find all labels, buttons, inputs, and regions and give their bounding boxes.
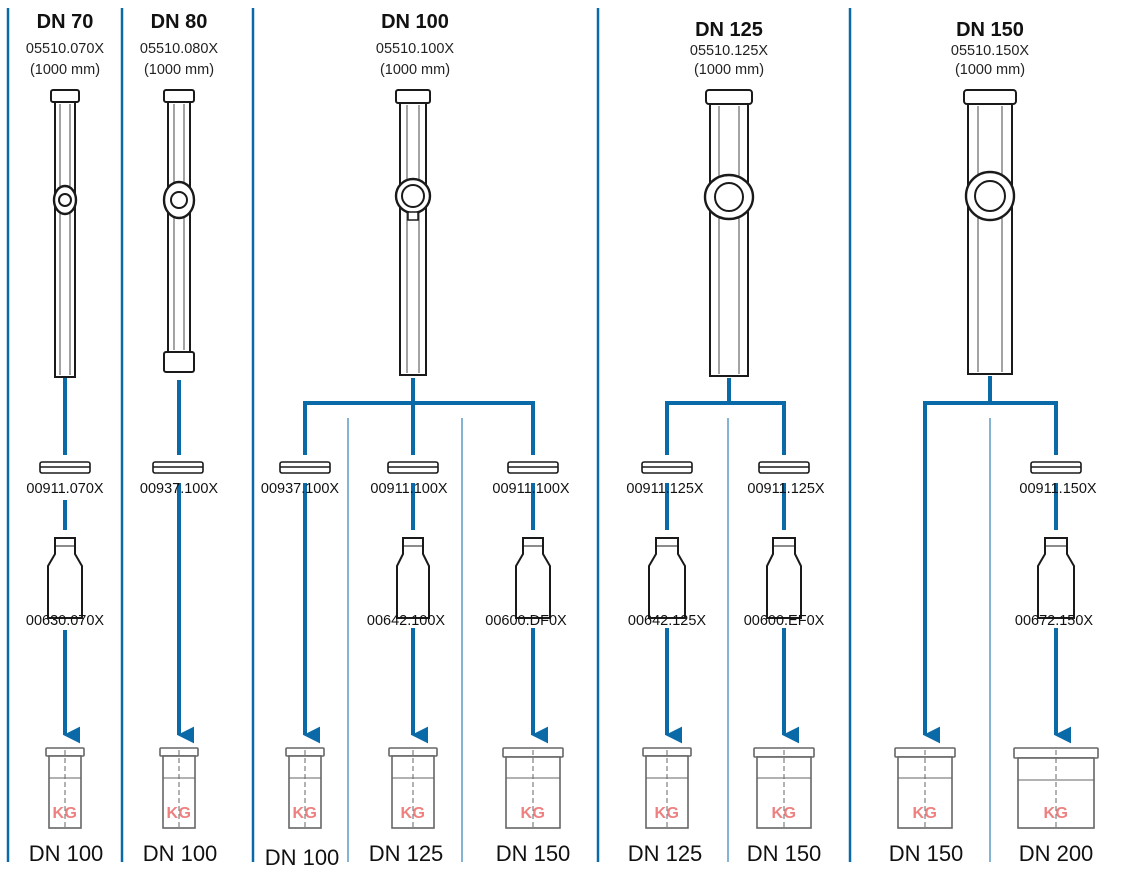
nipple-icon bbox=[387, 461, 439, 474]
column-length-dn70: (1000 mm) bbox=[29, 62, 101, 78]
branch-dn-label: DN 200 bbox=[1018, 841, 1094, 866]
column-code-dn125: 05510.125X bbox=[689, 43, 769, 59]
nipple-code: 00937.100X bbox=[139, 481, 219, 497]
branch-dn-label: DN 150 bbox=[746, 841, 822, 866]
reducers bbox=[47, 537, 1075, 619]
branch-dn-label: DN 125 bbox=[368, 841, 444, 866]
kg-socket-icon bbox=[642, 747, 692, 829]
reducer-icon bbox=[766, 537, 802, 619]
kg-socket-icon bbox=[1013, 747, 1099, 829]
reducer-code: 00642.100X bbox=[366, 613, 446, 629]
kg-socket-icon bbox=[159, 747, 199, 829]
kg-label: KG bbox=[771, 805, 797, 822]
nipple-code: 00911.100X bbox=[370, 481, 448, 497]
column-code-dn80: 05510.080X bbox=[139, 41, 219, 57]
pipe-dn150 bbox=[963, 89, 1017, 375]
column-length-dn150: (1000 mm) bbox=[954, 62, 1026, 78]
kg-socket-icon bbox=[285, 747, 325, 829]
reducer-code: 00630.070X bbox=[25, 613, 105, 629]
reducer-code: 00600.DF0X bbox=[485, 613, 567, 629]
reducer-code: 00600.EF0X bbox=[743, 613, 825, 629]
column-title-dn100: DN 100 bbox=[381, 11, 449, 33]
column-dividers bbox=[6, 8, 852, 862]
flow-lines bbox=[63, 376, 1072, 744]
kg-socket-icon bbox=[894, 747, 956, 829]
kg-label: KG bbox=[654, 805, 680, 822]
column-length-dn80: (1000 mm) bbox=[143, 62, 215, 78]
reducer-icon bbox=[1037, 537, 1075, 619]
flow-dn125-manifold bbox=[665, 401, 786, 455]
reducer-icon bbox=[648, 537, 686, 619]
kg-label: KG bbox=[520, 805, 546, 822]
sub-dividers bbox=[347, 418, 991, 862]
kg-socket-icon bbox=[753, 747, 815, 829]
pipe-dn100 bbox=[394, 89, 432, 376]
column-title-dn80: DN 80 bbox=[150, 11, 208, 33]
branch-dn-label: DN 100 bbox=[142, 841, 218, 866]
main-pipes bbox=[50, 89, 1017, 378]
kg-socket-icon bbox=[388, 747, 438, 829]
nipple-code: 00911.100X bbox=[492, 481, 570, 497]
nipple-icon bbox=[641, 461, 693, 474]
nipple-icon bbox=[1030, 461, 1082, 474]
column-title-dn70: DN 70 bbox=[36, 11, 94, 33]
nipple-icon bbox=[39, 461, 91, 474]
reducer-icon bbox=[47, 537, 83, 619]
column-title-dn150: DN 150 bbox=[956, 19, 1024, 41]
reducer-icon bbox=[515, 537, 551, 619]
kg-label: KG bbox=[52, 805, 78, 822]
kg-socket-icon bbox=[502, 747, 564, 829]
reducer-icon bbox=[396, 537, 430, 619]
pipe-dn70 bbox=[50, 89, 80, 378]
kg-socket-icon bbox=[45, 747, 85, 829]
nipple-code: 00911.125X bbox=[626, 481, 704, 497]
column-title-dn125: DN 125 bbox=[695, 19, 763, 41]
nipple-code: 00911.150X bbox=[1019, 481, 1097, 497]
branch-dn-label: DN 150 bbox=[495, 841, 571, 866]
reducer-code: 00642.125X bbox=[627, 613, 707, 629]
flow-dn150-manifold bbox=[923, 401, 1058, 744]
nipple-icon bbox=[507, 461, 559, 474]
pipe-dn125 bbox=[703, 89, 755, 377]
column-code-dn100: 05510.100X bbox=[375, 41, 455, 57]
branch-dn-label: DN 100 bbox=[264, 845, 340, 870]
kg-label: KG bbox=[1043, 805, 1069, 822]
kg-sockets bbox=[45, 747, 1099, 829]
column-code-dn70: 05510.070X bbox=[25, 41, 105, 57]
kg-label: KG bbox=[166, 805, 192, 822]
nipple-icon bbox=[758, 461, 810, 474]
nipple-code: 00911.125X bbox=[747, 481, 825, 497]
column-length-dn100: (1000 mm) bbox=[379, 62, 451, 78]
nipple-code: 00937.100X bbox=[260, 481, 340, 497]
branch-dn-label: DN 150 bbox=[888, 841, 964, 866]
flow-dn100-manifold bbox=[303, 401, 535, 455]
branch-dn-label: DN 125 bbox=[627, 841, 703, 866]
nipple-icon bbox=[152, 461, 204, 474]
nipple-code: 00911.070X bbox=[26, 481, 104, 497]
column-code-dn150: 05510.150X bbox=[950, 43, 1030, 59]
kg-label: KG bbox=[400, 805, 426, 822]
nipples bbox=[39, 461, 1082, 474]
reducer-code: 00672.150X bbox=[1014, 613, 1094, 629]
branch-dn-label: DN 100 bbox=[28, 841, 104, 866]
pipe-dn80 bbox=[162, 89, 196, 373]
column-length-dn125: (1000 mm) bbox=[693, 62, 765, 78]
kg-label: KG bbox=[292, 805, 318, 822]
kg-label: KG bbox=[912, 805, 938, 822]
nipple-icon bbox=[279, 461, 331, 474]
